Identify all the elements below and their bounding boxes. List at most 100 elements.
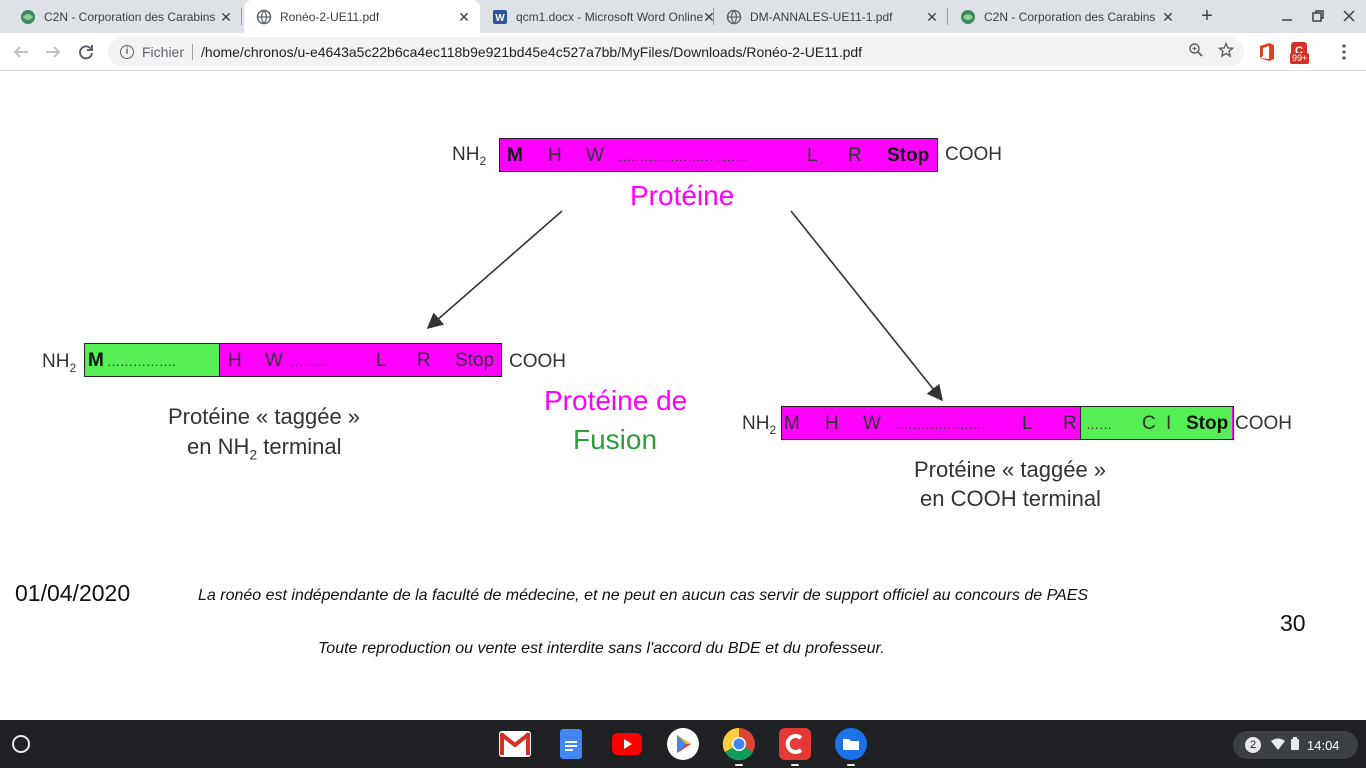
close-icon[interactable]: ✕ [220,8,232,25]
residue-stop: Stop [455,350,495,371]
residue-m: M [784,413,800,434]
tag-dots: …… [1086,417,1112,432]
google-docs-icon[interactable] [560,729,582,759]
nh2-tag-caption-2: en NH2 terminal [187,434,342,463]
globe-green-icon [960,9,976,25]
word-icon: W [492,9,508,25]
minimize-icon[interactable] [1279,8,1295,24]
cooh-tag-caption-2: en COOH terminal [920,486,1101,511]
residue-l: L [1022,413,1033,434]
address-bar[interactable]: i Fichier /home/chronos/u-e4643a5c22b6ca… [108,37,1244,66]
c2n-app-icon[interactable] [779,728,811,760]
globe-icon [726,9,742,25]
tab-dm-annales[interactable]: DM-ANNALES-UE11-1.pdf ✕ [714,0,948,33]
forward-button[interactable] [40,39,66,65]
protein-caption: Protéine [630,180,735,211]
residue-dots: ………………… [895,417,986,432]
tab-title: C2N - Corporation des Carabins [984,9,1156,24]
scheme-label: Fichier [142,43,185,60]
residue-dots: ………………………… [618,149,748,164]
info-icon[interactable]: i [120,44,134,59]
cooh-label: COOH [509,351,566,372]
residue-l: L [807,145,818,166]
tab-strip: C2N - Corporation des Carabins ✕ Ronéo-2… [0,0,1366,33]
browser-toolbar: i Fichier /home/chronos/u-e4643a5c22b6ca… [0,33,1366,71]
restore-icon[interactable] [1310,8,1326,24]
os-shelf [0,720,1366,768]
tab-title: qcm1.docx - Microsoft Word Online [516,9,704,24]
close-icon[interactable]: ✕ [1162,8,1174,25]
office-icon[interactable] [1258,42,1276,67]
launcher-icon[interactable] [12,735,30,753]
tag-residue-c: C [1142,413,1156,434]
pdf-page: NH2 M H W ………………………… L R Stop COOH Proté… [0,72,1366,720]
nh2-label: NH2 [452,144,487,168]
wifi-icon [1271,738,1285,753]
reload-button[interactable] [73,39,99,65]
chrome-icon[interactable] [722,727,755,761]
globe-green-icon [20,9,36,25]
footer-disclaimer: La ronéo est indépendante de la faculté … [198,587,1089,604]
residue-l: L [376,350,387,371]
tag-dots: ……………. [107,354,176,369]
arrows-diagram [426,210,943,402]
fusion-label-line2: Fusion [573,424,658,455]
cooh-label: COOH [1235,413,1292,434]
arrow-right [790,210,943,402]
tab-title: DM-ANNALES-UE11-1.pdf [750,9,893,24]
residue-w: W [265,350,283,371]
clock: 14:04 [1307,737,1340,753]
menu-kebab-icon[interactable] [1336,42,1352,67]
residue-m: M [507,145,523,166]
residue-r: R [848,145,862,166]
nh2-label: NH2 [42,351,77,375]
close-window-icon[interactable] [1341,8,1357,24]
tab-qcm-word[interactable]: W qcm1.docx - Microsoft Word Online ✕ [480,0,715,33]
tag-residue-stop: Stop [1186,413,1229,434]
url-text[interactable]: /home/chronos/u-e4643a5c22b6ca4ec118b9e9… [201,43,863,60]
tag-segment [85,344,220,376]
close-icon[interactable]: ✕ [926,8,938,25]
residue-w: W [586,145,604,166]
tab-roneo-pdf[interactable]: Ronéo-2-UE11.pdf ✕ [244,0,480,33]
tag-segment [1080,407,1232,439]
fusion-nh2-strip: M ……………. H W ……… L R Stop [84,343,502,377]
residue-h: H [548,145,562,166]
extension-badge: 99+ [1290,53,1310,64]
gmail-icon[interactable] [499,731,531,757]
residue-r: R [417,350,431,371]
svg-text:C: C [1295,45,1303,57]
files-icon[interactable] [835,728,867,760]
new-tab-button[interactable]: + [1201,5,1213,27]
fusion-cooh-strip: M H W ………………… L R …… C I Stop [781,406,1234,440]
tag-residue-m: M [88,350,104,371]
protein-strip: M H W ………………………… L R Stop [499,138,938,172]
status-tray[interactable]: 2 14:04 [1233,731,1358,759]
extension-icon[interactable]: C 99+ [1288,40,1312,66]
residue-r: R [1063,413,1077,434]
residue-stop: Stop [887,145,930,166]
tab-c2n-2[interactable]: C2N - Corporation des Carabins ✕ [948,0,1184,33]
fusion-label-line1: Protéine de [544,385,688,416]
tab-c2n-1[interactable]: C2N - Corporation des Carabins ✕ [8,0,242,33]
cooh-tag-caption-1: Protéine « taggée » [914,457,1107,482]
residue-w: W [863,413,881,434]
close-icon[interactable]: ✕ [703,8,715,25]
svg-text:W: W [495,13,505,24]
notification-count-badge: 2 [1245,737,1261,753]
page-number: 30 [1280,610,1306,636]
footer-date: 01/04/2020 [15,580,131,606]
tag-residue-i: I [1166,413,1172,434]
close-icon[interactable]: ✕ [458,8,470,25]
arrow-left [426,210,563,330]
nh2-label: NH2 [742,413,777,437]
tab-title: Ronéo-2-UE11.pdf [280,9,380,24]
bookmark-star-icon[interactable] [1214,41,1238,62]
play-store-icon[interactable] [667,728,699,760]
back-button[interactable] [8,39,34,65]
youtube-icon[interactable] [612,733,642,755]
battery-icon [1291,737,1299,753]
residue-h: H [825,413,839,434]
tab-title: C2N - Corporation des Carabins [44,9,216,24]
zoom-icon[interactable] [1184,42,1208,62]
